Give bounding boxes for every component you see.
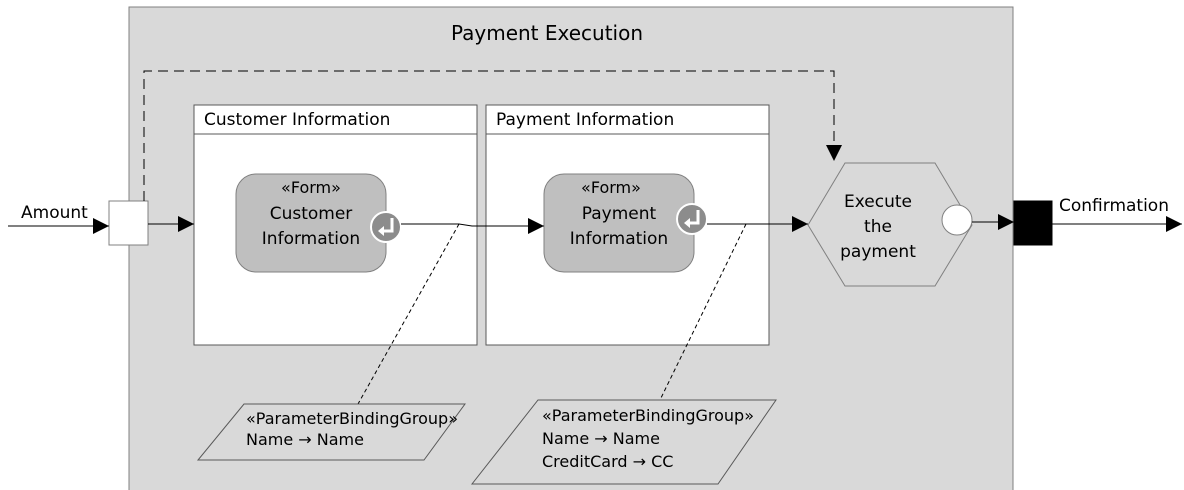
confirmation-label: Confirmation xyxy=(1059,196,1169,216)
payment-form-stereotype: «Form» xyxy=(581,178,641,197)
return-arrow-icon xyxy=(370,211,402,243)
binding-group-2-line1: Name → Name xyxy=(542,429,660,448)
amount-input-pin[interactable] xyxy=(108,200,149,246)
payment-form-line1: Payment xyxy=(582,204,657,224)
container-title: Payment Execution xyxy=(451,21,643,45)
parameter-binding-group-2[interactable] xyxy=(470,399,777,485)
return-arrow-icon xyxy=(676,203,708,235)
control-flow-dashed xyxy=(143,70,842,201)
payment-panel-title: Payment Information xyxy=(496,110,674,130)
execute-line1: Execute xyxy=(844,192,912,212)
execute-payment-action[interactable] xyxy=(807,162,973,287)
binding-group-2-stereotype: «ParameterBindingGroup» xyxy=(542,406,754,425)
execute-line3: payment xyxy=(840,242,916,262)
customer-panel-title: Customer Information xyxy=(204,110,390,130)
customer-form-line2: Information xyxy=(262,229,360,249)
confirmation-output-pin[interactable] xyxy=(1013,200,1053,246)
binding-group-2-line2: CreditCard → CC xyxy=(542,452,673,471)
customer-form-stereotype: «Form» xyxy=(281,178,341,197)
binding-association-2 xyxy=(659,223,747,401)
payment-form-line2: Information xyxy=(570,229,668,249)
amount-label: Amount xyxy=(21,203,88,223)
flow-customer-to-payment-form xyxy=(401,218,544,234)
execute-line2: the xyxy=(864,217,892,237)
execute-output-pin[interactable] xyxy=(941,204,973,236)
customer-form-line1: Customer xyxy=(270,204,353,224)
binding-group-1-line1: Name → Name xyxy=(246,430,364,449)
binding-group-1-stereotype: «ParameterBindingGroup» xyxy=(246,409,458,428)
parameter-binding-group-1[interactable] xyxy=(196,403,466,461)
